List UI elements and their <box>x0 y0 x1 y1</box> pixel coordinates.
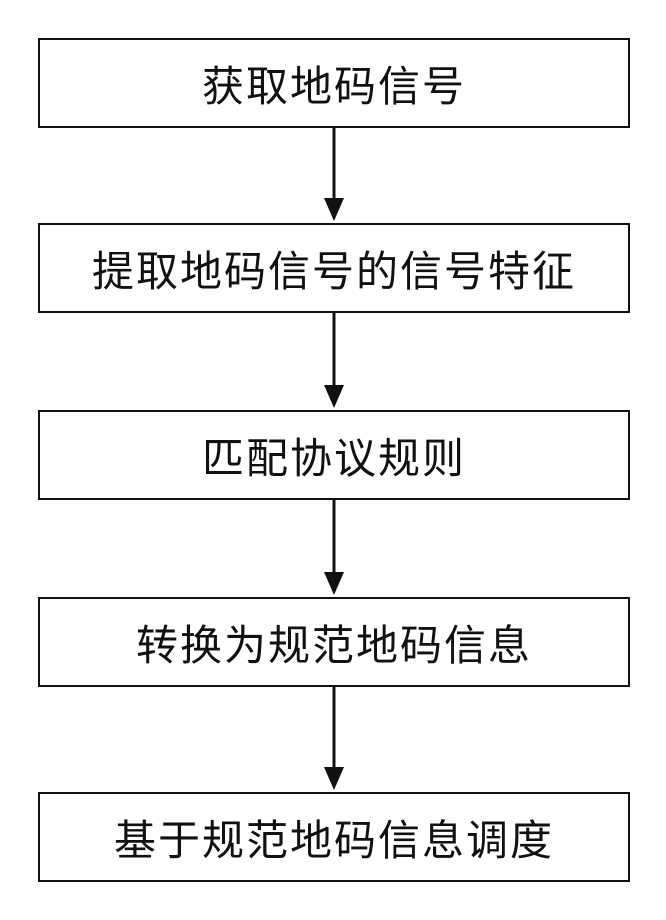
step-4-label: 转换为规范地码信息 <box>136 612 532 673</box>
arrow-4-down <box>319 687 349 792</box>
step-5-box: 基于规范地码信息调度 <box>38 792 630 882</box>
step-3-label: 匹配协议规则 <box>202 425 466 486</box>
step-2-box: 提取地码信号的信号特征 <box>38 223 630 313</box>
step-5-label: 基于规范地码信息调度 <box>114 807 554 868</box>
arrow-2-down <box>319 313 349 410</box>
step-4-box: 转换为规范地码信息 <box>38 597 630 687</box>
step-1-label: 获取地码信号 <box>202 53 466 114</box>
arrow-3-down <box>319 500 349 597</box>
step-2-label: 提取地码信号的信号特征 <box>92 238 576 299</box>
step-1-box: 获取地码信号 <box>38 38 630 128</box>
step-3-box: 匹配协议规则 <box>38 410 630 500</box>
arrow-1-down <box>319 128 349 223</box>
